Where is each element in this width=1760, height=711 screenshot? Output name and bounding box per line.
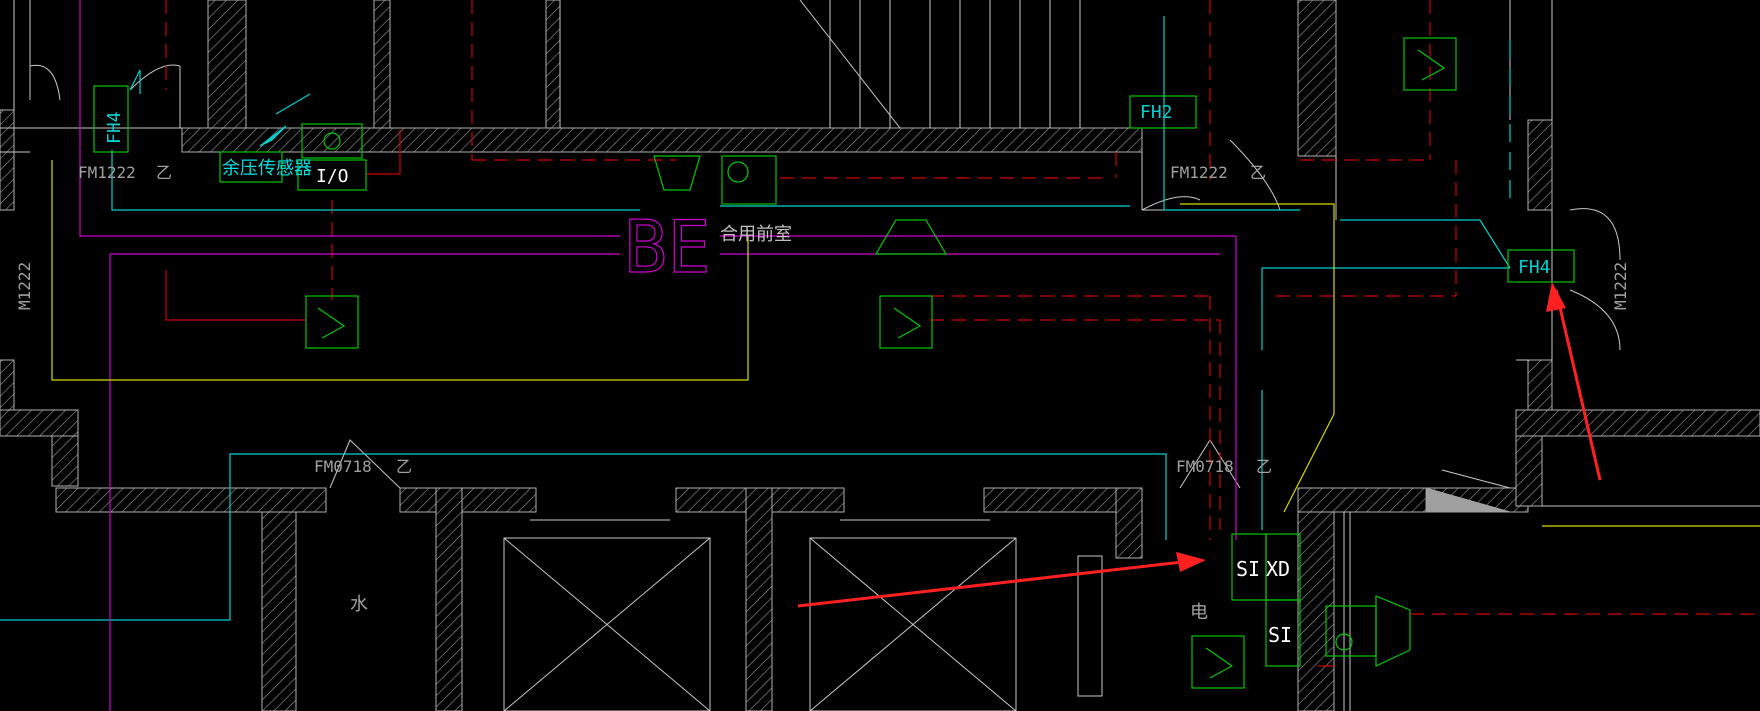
label-m1222-left: M1222	[15, 262, 34, 310]
yellow-lines	[51, 160, 1760, 527]
label-fm0718-left: FM0718	[314, 457, 372, 476]
cyan-lines	[0, 16, 1511, 621]
label-fm0718-right: FM0718	[1176, 457, 1234, 476]
arrow-to-si-xd	[797, 558, 1201, 608]
label-pressure-sensor: 余压传感器	[222, 158, 312, 179]
label-fm1222-right: FM1222	[1170, 163, 1228, 182]
label-si-upper: SI	[1236, 557, 1260, 581]
label-shared-anteroom: 合用前室	[720, 224, 792, 245]
label-m1222-right: M1222	[1611, 262, 1630, 310]
green-symbols	[93, 37, 1575, 689]
arrowhead-si-xd	[1176, 552, 1206, 572]
label-xd: XD	[1266, 557, 1290, 581]
label-io: I/O	[316, 166, 349, 187]
red-dashed-lines	[165, 0, 1760, 615]
arrow-to-fh4	[1554, 289, 1602, 481]
annotation-arrows	[797, 282, 1602, 608]
label-fm1222-left: FM1222	[78, 163, 136, 182]
label-fh4-right: FH4	[1518, 257, 1551, 278]
labels: FH4 FM1222 乙 余压传感器 I/O M1222 BE 合用前室 FH2…	[15, 102, 1630, 647]
label-yi-left: 乙	[156, 163, 172, 182]
magenta-lines	[79, 0, 1237, 711]
label-electric: 电	[1190, 602, 1208, 623]
label-fh2: FH2	[1140, 102, 1173, 123]
label-fh4-left: FH4	[104, 111, 125, 144]
label-yi-right: 乙	[1250, 163, 1266, 182]
arrowhead-fh4	[1546, 282, 1566, 312]
red-solid-lines	[165, 130, 1334, 667]
label-si-lower: SI	[1268, 623, 1292, 647]
label-yi-bottom-right: 乙	[1256, 457, 1272, 476]
label-be: BE	[624, 205, 711, 289]
label-yi-bottom-left: 乙	[396, 457, 412, 476]
label-water: 水	[350, 594, 368, 615]
